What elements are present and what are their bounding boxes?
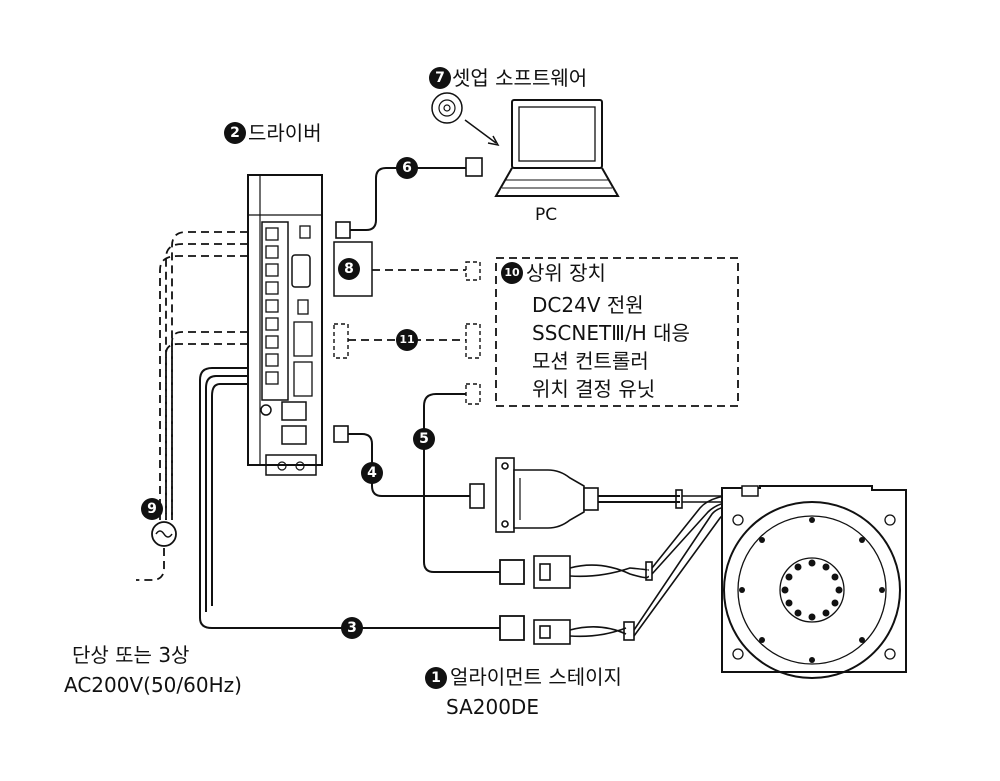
- marker-7: 7: [429, 67, 451, 89]
- marker-3: 3: [341, 617, 363, 639]
- stage-cables: [533, 493, 751, 645]
- stage-model-label: SA200DE: [446, 695, 539, 719]
- install-arrow: [464, 119, 497, 144]
- alignment-stage: [721, 485, 907, 679]
- power-voltage-label: AC200V(50/60Hz): [64, 673, 242, 697]
- usb-connector-pc: [465, 157, 483, 177]
- marker-11: 11: [396, 329, 418, 351]
- cable-6: [350, 167, 466, 231]
- host-item-positioning-unit: 위치 결정 유닛: [532, 377, 656, 401]
- sine-wave-icon: [155, 530, 173, 538]
- marker-8: 8: [338, 258, 360, 280]
- marker-9: 9: [141, 498, 163, 520]
- power-phase-label: 단상 또는 3상: [72, 643, 190, 667]
- driver-unit: [247, 174, 323, 476]
- pc-label: PC: [535, 205, 558, 225]
- stage-name-label: 얼라이먼트 스테이지: [450, 665, 622, 689]
- host-item-motion-controller: 모션 컨트롤러: [532, 349, 649, 373]
- cable-5: [423, 393, 500, 573]
- usb-connector-driver: [335, 221, 351, 239]
- host-device-box: [495, 257, 739, 407]
- cable-3: [199, 367, 500, 629]
- dsub-connector: [495, 457, 748, 533]
- marker-1: 1: [425, 667, 447, 689]
- setup-software-label: 셋업 소프트웨어: [452, 66, 588, 90]
- host-device-label: 상위 장치: [526, 261, 606, 285]
- driver-label: 드라이버: [248, 121, 322, 145]
- pc-laptop-icon: [494, 99, 620, 197]
- power-dashed-lines: [136, 231, 248, 581]
- marker-5: 5: [413, 428, 435, 450]
- cd-icon: [431, 92, 463, 124]
- marker-2: 2: [224, 122, 246, 144]
- marker-10: 10: [501, 262, 523, 284]
- host-item-sscnet: SSCNETⅢ/H 대응: [532, 321, 690, 345]
- marker-4: 4: [361, 462, 383, 484]
- marker-6: 6: [396, 157, 418, 179]
- cable-3-connector: [499, 615, 525, 641]
- host-item-dc24v: DC24V 전원: [532, 293, 644, 317]
